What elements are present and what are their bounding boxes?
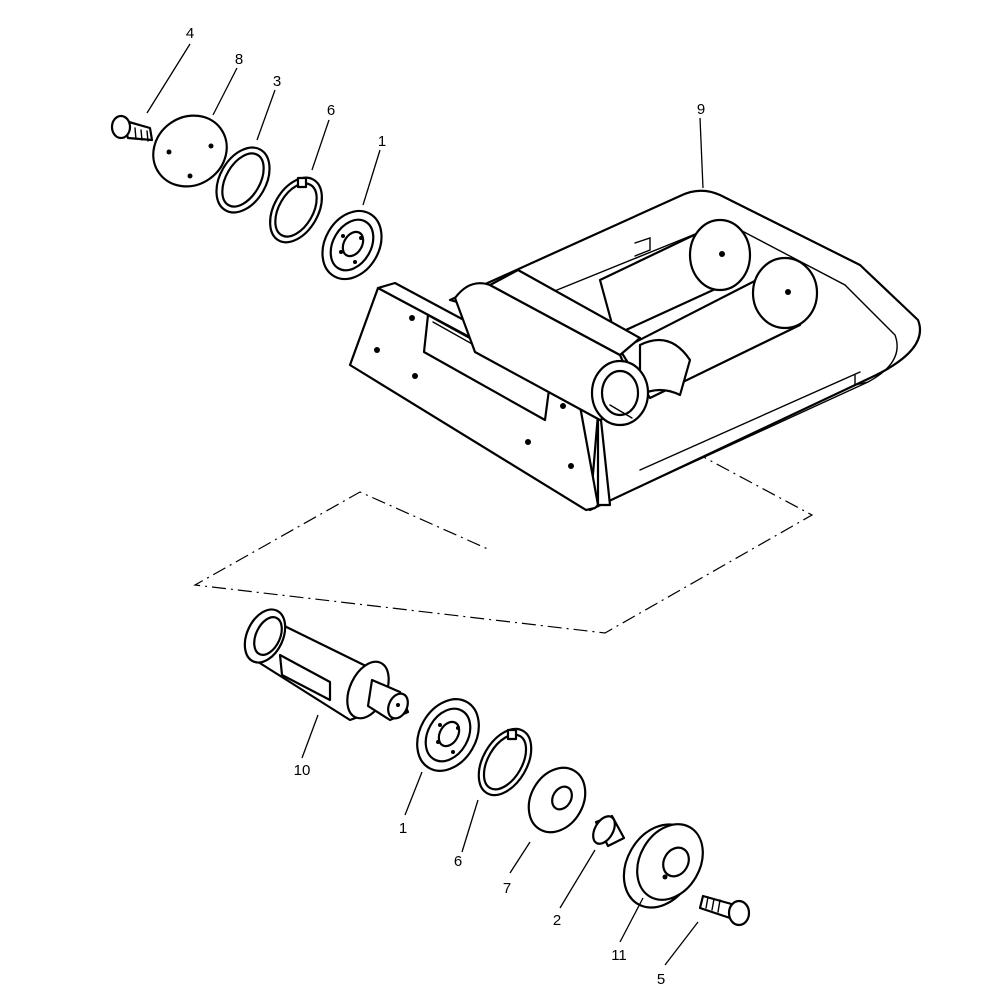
- callout-11: 11: [611, 947, 627, 964]
- callout-labels: 4 8 3 6 1 9 10 1 6 7 2 11 5: [186, 25, 705, 988]
- pulley-part-11: [622, 823, 704, 909]
- assembly-lines: [193, 414, 814, 634]
- callout-2: 2: [553, 912, 561, 929]
- callout-6-upper: 6: [327, 102, 335, 119]
- callout-9: 9: [697, 101, 705, 118]
- washer-part-7: [527, 766, 587, 834]
- callout-5: 5: [657, 971, 665, 988]
- bearing-part-1-upper: [321, 209, 383, 281]
- circlip-part-6-upper: [269, 176, 323, 244]
- callout-10: 10: [294, 762, 311, 779]
- callout-6-lower: 6: [454, 853, 462, 870]
- leader-lines: [146, 43, 704, 966]
- cover-disc-part-8: [152, 114, 228, 188]
- bolt-part-5: [698, 894, 751, 927]
- callout-7: 7: [503, 880, 511, 897]
- callout-1-upper: 1: [378, 133, 386, 150]
- sleeve-part-2: [592, 814, 626, 848]
- base-plate-part-9: [348, 189, 922, 512]
- callout-3: 3: [273, 73, 281, 90]
- callout-8: 8: [235, 51, 243, 68]
- bearing-part-1-lower: [416, 698, 480, 772]
- shaft-part-10: [243, 608, 410, 722]
- circlip-part-6-lower: [477, 727, 533, 797]
- callout-1-lower: 1: [399, 820, 407, 837]
- ring-part-3: [215, 146, 271, 214]
- callout-4: 4: [186, 25, 194, 42]
- bolt-part-4: [110, 114, 154, 142]
